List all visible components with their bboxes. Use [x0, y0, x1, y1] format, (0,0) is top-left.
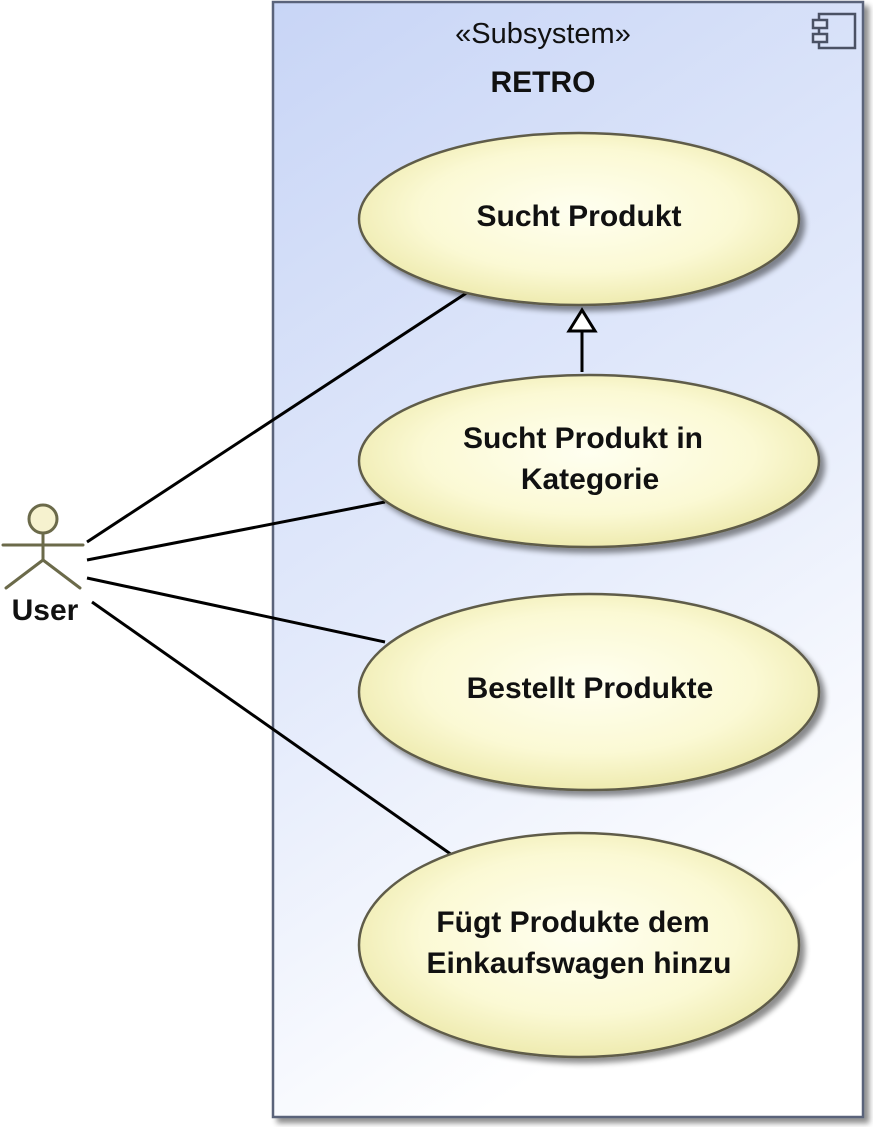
use-case-label-line2: Einkaufswagen hinzu	[426, 947, 731, 980]
use-case-label: Bestellt Produkte	[467, 672, 714, 705]
association-sucht-produkt-in-kategorie	[86, 500, 386, 562]
use-case-sucht-produkt-in-kategorie[interactable]: Sucht Produkt in Kategorie	[357, 373, 821, 549]
association-fuegt-produkte	[91, 600, 453, 857]
subsystem-name: RETRO	[491, 66, 596, 99]
association-sucht-produkt	[86, 290, 469, 544]
use-case-label-line1: Sucht Produkt in	[463, 422, 703, 455]
component-icon	[811, 12, 857, 50]
use-case-sucht-produkt[interactable]: Sucht Produkt	[357, 131, 801, 307]
actor-icon	[1, 503, 85, 590]
actor-user[interactable]: User	[1, 503, 85, 627]
use-case-label-line1: Fügt Produkte dem	[436, 906, 709, 939]
generalization-arrowhead	[566, 307, 598, 333]
generalization-arrow	[566, 307, 598, 372]
use-case-label: Sucht Produkt	[476, 200, 681, 233]
actor-name: User	[12, 594, 79, 627]
associations	[86, 290, 469, 857]
use-case-fuegt-produkte-dem-einkaufswagen-hinzu[interactable]: Fügt Produkte dem Einkaufswagen hinzu	[357, 831, 801, 1059]
association-bestellt-produkte	[86, 576, 386, 644]
use-case-label-line2: Kategorie	[521, 463, 659, 496]
subsystem-stereotype: «Subsystem»	[455, 18, 631, 50]
use-case-bestellt-produkte[interactable]: Bestellt Produkte	[357, 592, 821, 792]
